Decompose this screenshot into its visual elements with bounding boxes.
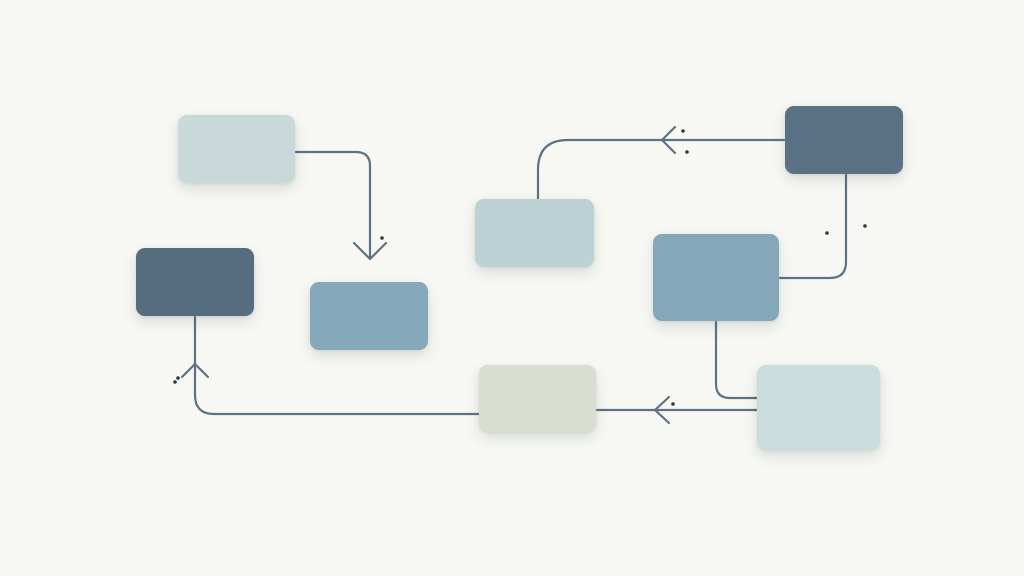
- marker-dot: [671, 402, 675, 406]
- node-box-top-right: [785, 106, 903, 174]
- edge-bottom-center-to-mid-left: [193, 315, 481, 416]
- node-box-bottom-center: [479, 365, 596, 432]
- arrowhead-left-icon: [660, 125, 677, 155]
- node-box-mid-center: [310, 282, 428, 350]
- node-box-mid-left: [136, 248, 254, 316]
- marker-dot: [681, 129, 685, 133]
- node-box-bottom-right: [757, 365, 880, 450]
- marker-dot: [863, 224, 867, 228]
- edge-top-right-to-center: [536, 138, 786, 200]
- edge-top-right-to-right-center: [778, 173, 848, 280]
- marker-dot: [685, 150, 689, 154]
- edge-right-center-to-bottom-right: [714, 320, 759, 400]
- node-box-top-left: [178, 115, 295, 183]
- arrowhead-down-icon: [352, 241, 388, 261]
- marker-dot: [825, 231, 829, 235]
- marker-dot: [176, 376, 180, 380]
- arrowhead-left-icon: [653, 395, 671, 425]
- arrowhead-up-icon: [180, 362, 210, 379]
- node-box-right-center: [653, 234, 779, 321]
- edge-top-left-to-mid-center: [294, 150, 372, 260]
- marker-dot: [173, 380, 177, 384]
- node-box-center: [475, 199, 594, 267]
- marker-dot: [380, 236, 384, 240]
